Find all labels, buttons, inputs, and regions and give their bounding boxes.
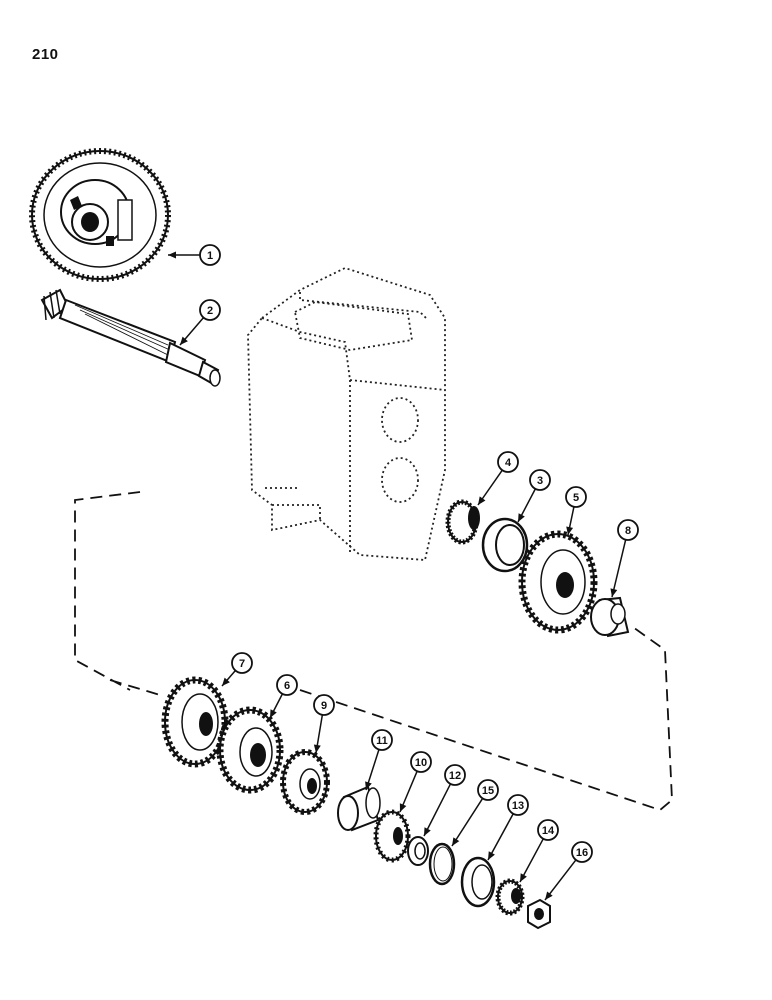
callout-number: 13 [512, 800, 524, 812]
callout-circle [199, 244, 221, 266]
callout-arrowhead [610, 588, 618, 597]
callout-16: 16 [544, 841, 593, 901]
callout-2: 2 [179, 299, 221, 346]
callout-arrowhead [222, 677, 230, 686]
callout-circle [537, 819, 559, 841]
callout-4: 4 [477, 451, 519, 506]
snap-ring-part-15 [428, 842, 456, 886]
callout-circle [313, 694, 335, 716]
callout-arrowhead [365, 781, 372, 790]
callout-circle [497, 451, 519, 473]
callout-circle [371, 729, 393, 751]
nut-part-16 [527, 898, 551, 930]
spur-gear-part-9 [280, 749, 330, 815]
callout-circle [199, 299, 221, 321]
spur-gear-part-6 [216, 706, 284, 794]
callout-leader-line [423, 783, 452, 837]
callout-circle [617, 519, 639, 541]
spur-gear-part-7 [161, 676, 229, 768]
callout-circle [276, 674, 298, 696]
callout-arrowhead [566, 526, 574, 535]
callout-number: 15 [482, 785, 494, 797]
callout-leader-line [611, 539, 627, 598]
callout-arrowhead [520, 873, 527, 882]
callout-number: 9 [321, 700, 327, 712]
washer-part-12 [407, 836, 429, 866]
callout-circle [507, 794, 529, 816]
spur-gear-part-5 [518, 530, 598, 634]
callout-15: 15 [451, 779, 499, 847]
callout-number: 8 [625, 525, 631, 537]
callout-5: 5 [565, 486, 587, 536]
callout-arrowhead [180, 336, 188, 345]
sleeve-part-11 [337, 785, 381, 832]
page-number: 210 [32, 46, 59, 63]
callout-leader-line [544, 859, 577, 901]
callout-leader-line [451, 798, 484, 847]
pinion-shaft-part [40, 288, 221, 387]
callout-14: 14 [519, 819, 559, 883]
callout-number: 6 [284, 680, 290, 692]
callout-number: 4 [505, 457, 512, 469]
callout-8: 8 [610, 519, 639, 598]
callout-leader-line [487, 813, 514, 861]
callout-arrowhead [313, 744, 321, 753]
callout-1: 1 [168, 244, 221, 266]
callout-number: 12 [449, 770, 461, 782]
spacer-collar-part-8 [590, 596, 630, 638]
callout-number: 14 [542, 825, 555, 837]
callout-number: 5 [573, 492, 579, 504]
callout-11: 11 [365, 729, 393, 791]
callout-circle [571, 841, 593, 863]
bearing-cone-part-4 [445, 499, 480, 545]
transmission-housing [247, 267, 446, 561]
callout-number: 2 [207, 305, 213, 317]
callout-10: 10 [399, 751, 432, 813]
bearing-cup-part-13 [460, 856, 496, 908]
callout-circle [565, 486, 587, 508]
callout-circle [477, 779, 499, 801]
callout-arrowhead [518, 513, 525, 522]
callout-circle [529, 469, 551, 491]
callout-3: 3 [517, 469, 551, 523]
callout-number: 11 [376, 735, 388, 747]
callout-arrowhead [424, 827, 431, 836]
dashed-connection-line [74, 491, 673, 812]
callout-circle [444, 764, 466, 786]
callout-arrowhead [270, 709, 277, 718]
callout-number: 16 [576, 847, 588, 859]
callout-circle [410, 751, 432, 773]
pinion-gear-part-10 [373, 809, 411, 863]
callout-number: 1 [207, 250, 213, 262]
callout-arrowhead [488, 851, 495, 860]
callout-9: 9 [313, 694, 335, 754]
callout-arrowhead [452, 837, 460, 846]
callout-7: 7 [221, 652, 253, 687]
bearing-cone-part-14 [495, 878, 525, 916]
callout-13: 13 [487, 794, 529, 861]
callout-12: 12 [423, 764, 466, 837]
callout-number: 3 [537, 475, 543, 487]
callout-arrowhead [478, 496, 486, 505]
callout-number: 10 [415, 757, 427, 769]
callout-number: 7 [239, 658, 245, 670]
callout-leader-line [519, 838, 544, 883]
callout-circle [231, 652, 253, 674]
callout-arrowhead [399, 803, 407, 812]
ring-gear-part [29, 148, 171, 282]
callout-6: 6 [269, 674, 298, 719]
callout-arrowhead [168, 251, 176, 259]
callout-arrowhead [545, 891, 553, 900]
bearing-cup-part-3 [481, 517, 529, 573]
